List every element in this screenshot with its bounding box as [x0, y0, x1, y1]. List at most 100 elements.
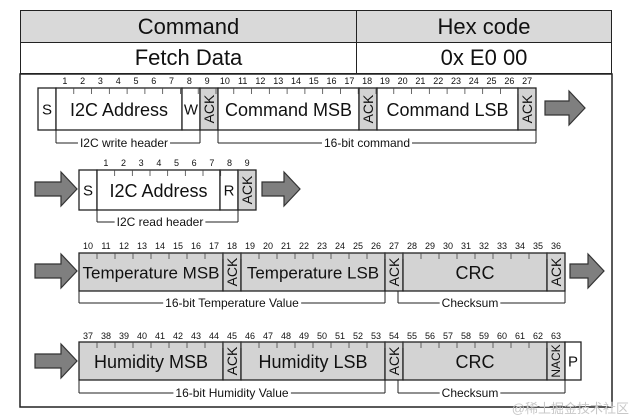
bit-number: 16 — [191, 241, 201, 251]
bit-number: 20 — [398, 76, 408, 86]
bit-number: 10 — [220, 76, 230, 86]
bracket-label: Checksum — [442, 296, 499, 310]
bit-number: 26 — [504, 76, 514, 86]
row1-field-i2c-address-box — [55, 87, 183, 131]
row1-field-ack-box — [517, 87, 537, 131]
bit-number: 18 — [362, 76, 372, 86]
bit-number: 5 — [133, 76, 138, 86]
bit-number: 34 — [515, 241, 525, 251]
bit-number: 9 — [205, 76, 210, 86]
bit-number: 52 — [353, 331, 363, 341]
row2-field-ack-box — [237, 169, 257, 211]
bracket-label-bg — [77, 136, 171, 150]
bit-number: 54 — [389, 331, 399, 341]
bit-number: 8 — [187, 76, 192, 86]
row4-field-crc-label: CRC — [456, 352, 495, 372]
bit-number: 33 — [497, 241, 507, 251]
bit-number: 23 — [451, 76, 461, 86]
bit-number: 61 — [515, 331, 525, 341]
bracket-label-bg — [439, 386, 501, 400]
bit-number: 6 — [151, 76, 156, 86]
row2-field-r-label: R — [224, 183, 235, 200]
bracket-label-bg — [173, 386, 291, 400]
bit-number: 32 — [479, 241, 489, 251]
row3-field-crc-label: CRC — [456, 263, 495, 283]
bit-number: 26 — [371, 241, 381, 251]
bit-number: 12 — [119, 241, 129, 251]
bit-number: 62 — [533, 331, 543, 341]
bit-number: 47 — [263, 331, 273, 341]
row4-field-p-box — [564, 341, 582, 381]
bit-number: 59 — [479, 331, 489, 341]
bit-number: 42 — [173, 331, 183, 341]
diagram-frame — [19, 73, 613, 408]
bit-number: 17 — [209, 241, 219, 251]
bit-number: 13 — [137, 241, 147, 251]
bracket-label: Checksum — [442, 386, 499, 400]
bracket-label: I2C read header — [117, 215, 204, 229]
bit-number: 4 — [116, 76, 121, 86]
bracket-label: I2C write header — [80, 136, 168, 150]
bit-number: 29 — [425, 241, 435, 251]
bit-number: 25 — [353, 241, 363, 251]
bit-number: 55 — [407, 331, 417, 341]
bit-number: 60 — [497, 331, 507, 341]
bit-number: 14 — [291, 76, 301, 86]
row4-flow-arrow-in-icon — [34, 342, 78, 380]
bit-number: 10 — [83, 241, 93, 251]
bit-number: 46 — [245, 331, 255, 341]
bit-number: 39 — [119, 331, 129, 341]
command-name: Fetch Data — [21, 42, 357, 73]
bit-number: 8 — [227, 158, 232, 168]
bit-number: 50 — [317, 331, 327, 341]
bit-number: 9 — [245, 158, 250, 168]
row3-flow-arrow-out-icon — [569, 252, 605, 290]
bit-number: 19 — [380, 76, 390, 86]
bit-number: 49 — [299, 331, 309, 341]
bit-number: 7 — [169, 76, 174, 86]
header-hex-code: Hex code — [437, 13, 531, 39]
bit-number: 11 — [101, 241, 110, 251]
bit-number: 44 — [209, 331, 219, 341]
bit-number: 38 — [101, 331, 111, 341]
bit-number: 5 — [174, 158, 179, 168]
bit-number: 3 — [98, 76, 103, 86]
bit-number: 20 — [263, 241, 273, 251]
row4-field-ack-label: ACK — [386, 346, 402, 375]
command-hex: 0x E0 00 — [440, 44, 528, 70]
row4-field-p-label: P — [568, 354, 578, 371]
bit-number: 40 — [137, 331, 147, 341]
row1-flow-arrow-out-icon — [544, 89, 586, 127]
header-command: Command — [21, 11, 357, 42]
bit-number: 45 — [227, 331, 237, 341]
bit-number: 14 — [155, 241, 165, 251]
row1-field-ack-label: ACK — [360, 94, 376, 123]
bit-number: 21 — [281, 241, 291, 251]
row1-field-ack-label: ACK — [201, 94, 217, 123]
row2-field-i2c-address-label: I2C Address — [109, 181, 207, 201]
bit-number: 57 — [443, 331, 453, 341]
watermark: @稀土掘金技术社区 — [511, 401, 629, 416]
bit-number: 13 — [273, 76, 283, 86]
bit-number: 63 — [551, 331, 561, 341]
bit-number: 41 — [155, 331, 165, 341]
row1-field-command-msb-label: Command MSB — [225, 100, 352, 120]
row3-field-temperature-msb-label: Temperature MSB — [83, 264, 220, 283]
row2-field-i2c-address-box — [96, 169, 221, 211]
row4-field-humidity-lsb-label: Humidity LSB — [258, 352, 367, 372]
bit-number: 12 — [255, 76, 265, 86]
bit-number: 16 — [327, 76, 337, 86]
command-table: Command Hex code Fetch Data 0x E0 00 — [20, 10, 612, 74]
bit-number: 25 — [487, 76, 497, 86]
row3-field-temperature-lsb-label: Temperature LSB — [247, 264, 379, 283]
bit-number: 6 — [192, 158, 197, 168]
bit-number: 17 — [344, 76, 354, 86]
row1-field-i2c-address-label: I2C Address — [70, 100, 168, 120]
bracket-label: 16-bit command — [324, 136, 410, 150]
bit-number: 28 — [407, 241, 417, 251]
bit-number: 48 — [281, 331, 291, 341]
row3-flow-arrow-in-icon — [34, 252, 78, 290]
bit-number: 3 — [139, 158, 144, 168]
bit-number: 27 — [389, 241, 399, 251]
bit-number: 21 — [415, 76, 425, 86]
